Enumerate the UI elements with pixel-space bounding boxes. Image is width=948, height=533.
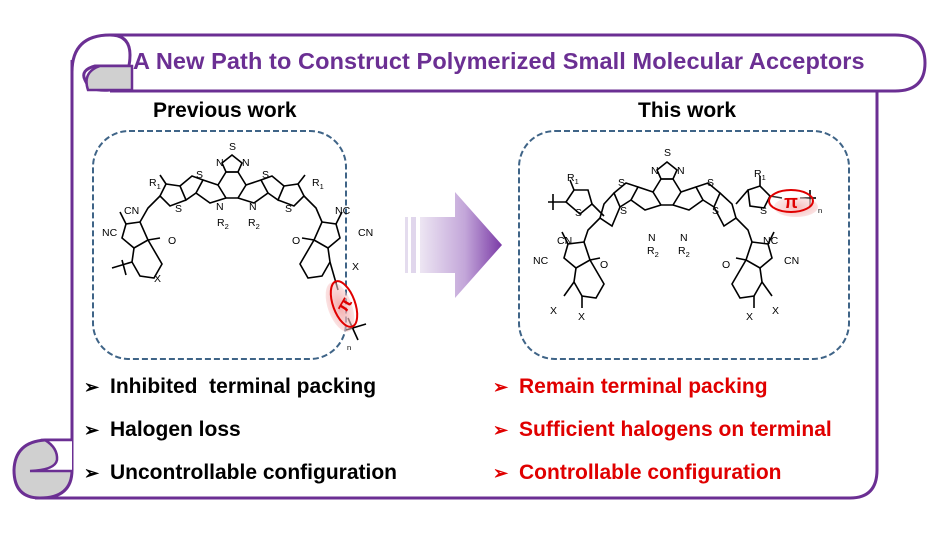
svg-text:R2: R2 — [217, 217, 229, 231]
atom-label: N — [216, 157, 224, 169]
atom-subscript: 1 — [157, 182, 161, 191]
atom-label: R — [754, 168, 762, 180]
atom-label: R — [678, 245, 686, 257]
bullet-text: Uncontrollable configuration — [110, 461, 397, 484]
svg-text:R1: R1 — [567, 172, 579, 186]
previous-work-box — [92, 130, 347, 360]
atom-label: X — [772, 305, 779, 317]
bullet-text: Halogen loss — [110, 418, 241, 441]
svg-text:R1: R1 — [312, 177, 324, 191]
bullet-text: Remain terminal packing — [519, 375, 768, 398]
atom-label: S — [712, 205, 719, 217]
atom-label: S — [760, 205, 767, 217]
atom-subscript: 1 — [320, 182, 324, 191]
scroll-curl-bottom — [12, 438, 74, 500]
atom-label: NC — [533, 255, 549, 267]
atom-label: R — [217, 217, 225, 229]
previous-work-heading: Previous work — [153, 99, 297, 122]
atom-subscript: 1 — [762, 173, 766, 182]
atom-label: CN — [124, 205, 139, 217]
atom-label: N — [648, 232, 656, 244]
atom-label: N — [249, 201, 257, 213]
previous-work-bullet: ➢ Halogen loss — [84, 418, 241, 442]
atom-label: O — [168, 235, 176, 247]
atom-label: CN — [557, 235, 572, 247]
svg-text:R2: R2 — [678, 245, 690, 259]
atom-label: S — [664, 147, 671, 159]
atom-label: R — [647, 245, 655, 257]
atom-label: O — [600, 259, 608, 271]
arrow-bullet-icon: ➢ — [84, 376, 100, 397]
arrow-bullet-icon: ➢ — [84, 462, 100, 483]
atom-label: NC — [335, 205, 351, 217]
atom-subscript: 2 — [256, 222, 260, 231]
atom-label: S — [618, 177, 625, 189]
bullet-text: Sufficient halogens on terminal — [519, 418, 832, 441]
previous-work-bullet: ➢ Inhibited terminal packing — [84, 375, 376, 399]
this-work-box — [518, 130, 850, 360]
this-work-bullet: ➢ Sufficient halogens on terminal — [493, 418, 832, 442]
this-work-bullet: ➢ Controllable configuration — [493, 461, 782, 485]
previous-work-bullet: ➢ Uncontrollable configuration — [84, 461, 397, 485]
atom-label: N — [242, 157, 250, 169]
atom-label: N — [651, 165, 659, 177]
atom-label: R — [248, 217, 256, 229]
diagram-title: A New Path to Construct Polymerized Smal… — [133, 48, 865, 74]
atom-label: R — [567, 172, 575, 184]
atom-label: NC — [763, 235, 779, 247]
svg-text:R2: R2 — [647, 245, 659, 259]
pi-spacer-this-work: π — [768, 189, 818, 217]
atom-label: S — [707, 177, 714, 189]
arrow-bullet-icon: ➢ — [493, 419, 509, 440]
atom-label: S — [575, 207, 582, 219]
atom-label: X — [578, 311, 585, 323]
svg-text:R1: R1 — [149, 177, 161, 191]
atom-label: CN — [784, 255, 799, 267]
atom-subscript: 2 — [686, 250, 690, 259]
this-work-heading: This work — [638, 99, 737, 122]
atom-label: S — [196, 169, 203, 181]
atom-label: N — [680, 232, 688, 244]
this-work-bullet: ➢ Remain terminal packing — [493, 375, 768, 399]
atom-label: X — [352, 261, 359, 273]
atom-label: O — [292, 235, 300, 247]
atom-label: X — [154, 273, 161, 285]
previous-work-atom-labels: S N N S S S S N N R2 R2 R1 R1 CN NC O X … — [102, 141, 373, 352]
atom-label: S — [620, 205, 627, 217]
atom-label: N — [216, 201, 224, 213]
bullet-text: Controllable configuration — [519, 461, 782, 484]
scroll-curl-top — [70, 33, 134, 92]
atom-label: S — [285, 203, 292, 215]
bullet-text: Inhibited terminal packing — [110, 375, 377, 398]
arrow-bullet-icon: ➢ — [84, 419, 100, 440]
atom-label: S — [229, 141, 236, 153]
atom-subscript: 1 — [575, 177, 579, 186]
atom-label: X — [746, 311, 753, 323]
atom-subscript: 2 — [225, 222, 229, 231]
atom-label: O — [722, 259, 730, 271]
atom-label: R — [149, 177, 157, 189]
previous-work-molecule — [111, 153, 367, 341]
repeat-unit-label: n — [818, 206, 822, 215]
atom-label: NC — [102, 227, 118, 239]
scroll-frame — [35, 33, 927, 500]
atom-subscript: 2 — [655, 250, 659, 259]
svg-text:R1: R1 — [754, 168, 766, 182]
atom-label: R — [312, 177, 320, 189]
repeat-unit-label: n — [347, 343, 351, 352]
this-work-atom-labels: S N N S S S S S S N N R2 R2 R1 R1 CN NC … — [533, 147, 822, 323]
arrow-bullet-icon: ➢ — [493, 376, 509, 397]
transition-arrow — [405, 192, 502, 298]
atom-label: N — [677, 165, 685, 177]
atom-label: S — [175, 203, 182, 215]
atom-label: S — [262, 169, 269, 181]
arrow-bullet-icon: ➢ — [493, 462, 509, 483]
pi-spacer-previous: π — [325, 280, 359, 332]
svg-text:R2: R2 — [248, 217, 260, 231]
atom-label: X — [550, 305, 557, 317]
this-work-molecule — [548, 160, 816, 308]
atom-label: CN — [358, 227, 373, 239]
pi-label: π — [784, 192, 798, 212]
